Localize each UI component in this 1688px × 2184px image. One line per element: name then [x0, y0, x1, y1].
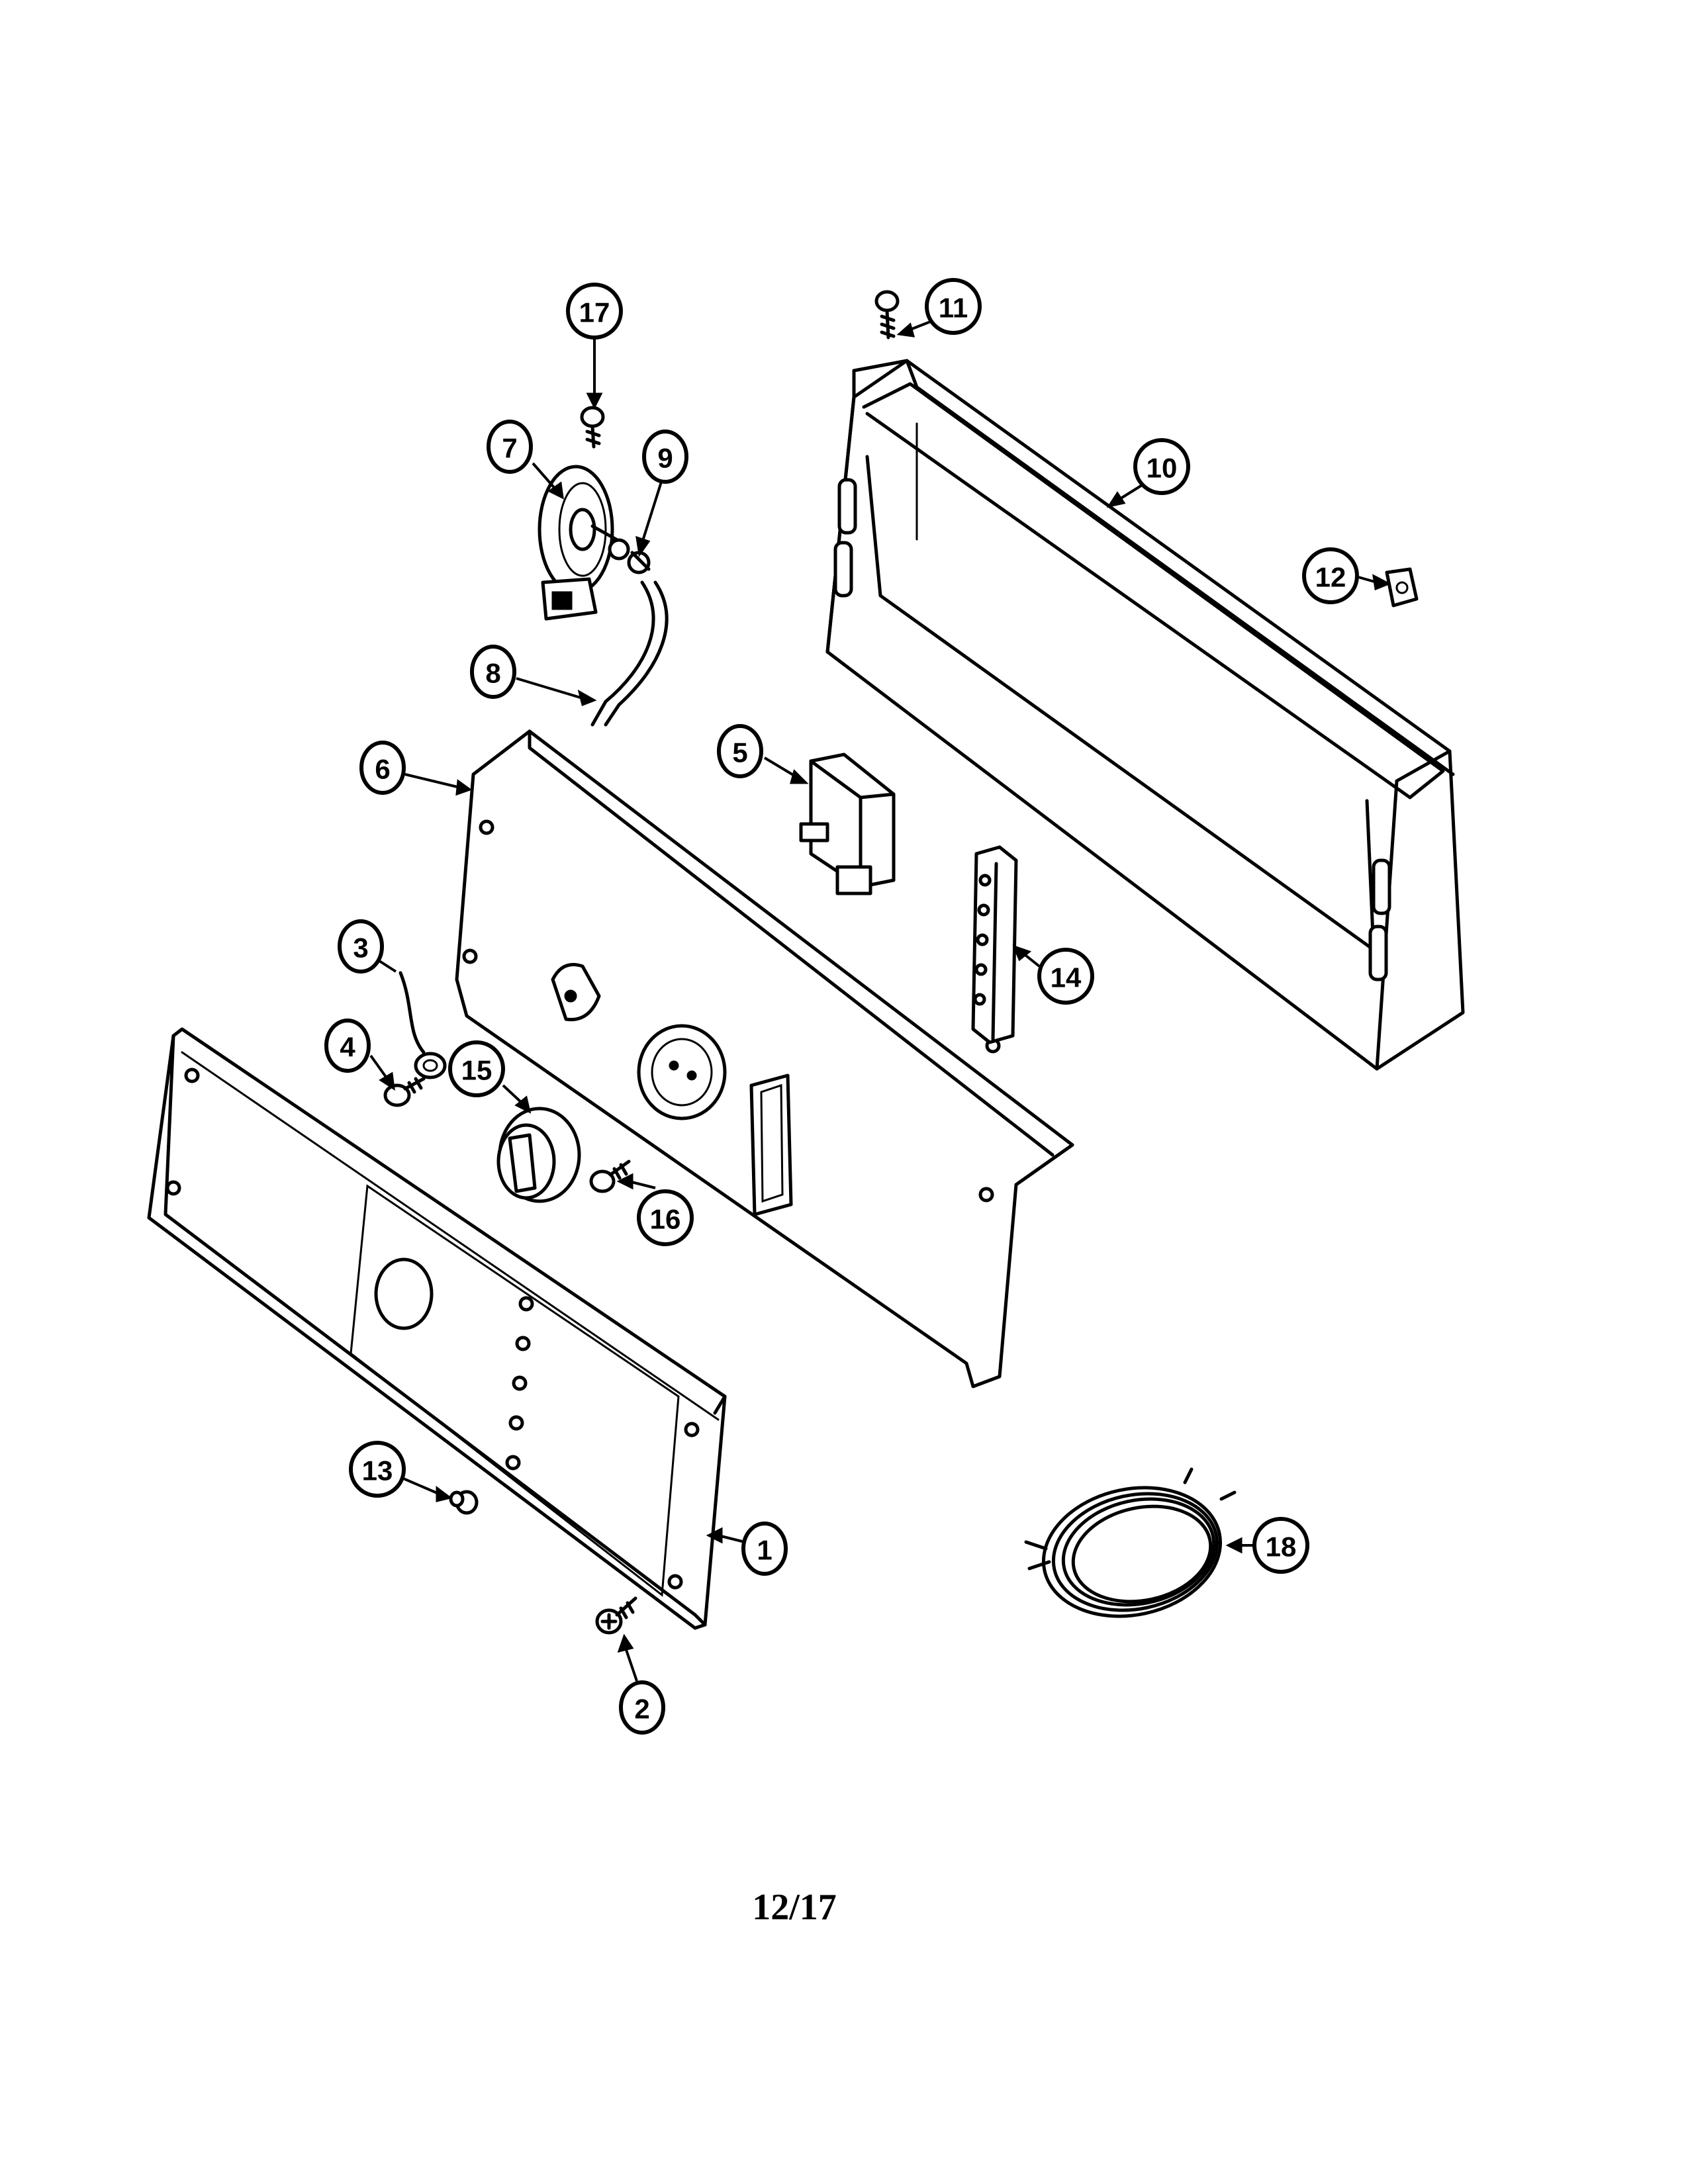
svg-text:7: 7 — [502, 433, 517, 464]
callout-7: 7 — [487, 420, 533, 474]
svg-text:16: 16 — [650, 1204, 681, 1235]
svg-text:12: 12 — [1315, 562, 1346, 593]
svg-text:9: 9 — [657, 443, 673, 474]
callout-18: 18 — [1252, 1517, 1309, 1574]
svg-text:3: 3 — [353, 933, 368, 964]
part-3-ground-wire — [399, 971, 426, 1054]
callout-11: 11 — [925, 278, 982, 335]
callout-15: 15 — [448, 1040, 505, 1097]
callout-1: 1 — [741, 1522, 788, 1576]
part-1-front-console — [147, 1027, 727, 1630]
part-11-screw — [874, 290, 900, 340]
callout-4: 4 — [324, 1019, 371, 1073]
part-12-clip-nut — [1385, 567, 1419, 608]
part-18-coiled-wire — [1024, 1467, 1237, 1618]
callout-13: 13 — [349, 1441, 406, 1498]
svg-text:17: 17 — [579, 297, 610, 328]
part-16-screw — [589, 1160, 631, 1193]
part-6-control-plate — [455, 729, 1074, 1388]
callout-8: 8 — [470, 645, 516, 699]
callout-17: 17 — [566, 283, 623, 340]
part-13-button — [449, 1490, 479, 1515]
part-4-screw-washer — [383, 1052, 447, 1107]
part-2-screw — [595, 1596, 637, 1635]
part-10-control-housing — [825, 359, 1465, 1071]
part-15-knob — [496, 1107, 581, 1203]
svg-text:1: 1 — [757, 1535, 772, 1566]
callout-10: 10 — [1133, 438, 1190, 495]
part-7-timer-motor — [538, 465, 630, 621]
svg-text:5: 5 — [732, 737, 747, 768]
svg-text:18: 18 — [1266, 1531, 1297, 1563]
page-number: 12/17 — [752, 1887, 837, 1928]
callouts: 1 2 3 4 5 6 7 8 — [324, 278, 1359, 1735]
callout-5: 5 — [717, 724, 763, 778]
callout-6: 6 — [359, 741, 406, 795]
svg-text:8: 8 — [485, 658, 500, 689]
svg-text:11: 11 — [939, 293, 968, 324]
part-5-switch — [799, 752, 896, 895]
svg-text:14: 14 — [1051, 962, 1082, 993]
svg-text:2: 2 — [634, 1694, 649, 1725]
svg-text:13: 13 — [362, 1455, 393, 1486]
callout-3: 3 — [338, 919, 384, 974]
callout-12: 12 — [1302, 547, 1359, 604]
callout-2: 2 — [619, 1680, 665, 1735]
svg-text:15: 15 — [461, 1055, 492, 1086]
leader-lines — [369, 320, 1391, 1682]
part-14-indicator-lens — [971, 845, 1018, 1044]
callout-9: 9 — [642, 430, 688, 484]
svg-text:6: 6 — [375, 754, 390, 785]
part-8-wire-harness — [590, 580, 669, 727]
svg-text:4: 4 — [340, 1032, 355, 1063]
callout-16: 16 — [637, 1189, 694, 1246]
svg-text:10: 10 — [1147, 453, 1178, 484]
part-17-screw — [580, 406, 605, 449]
callout-14: 14 — [1037, 948, 1094, 1005]
